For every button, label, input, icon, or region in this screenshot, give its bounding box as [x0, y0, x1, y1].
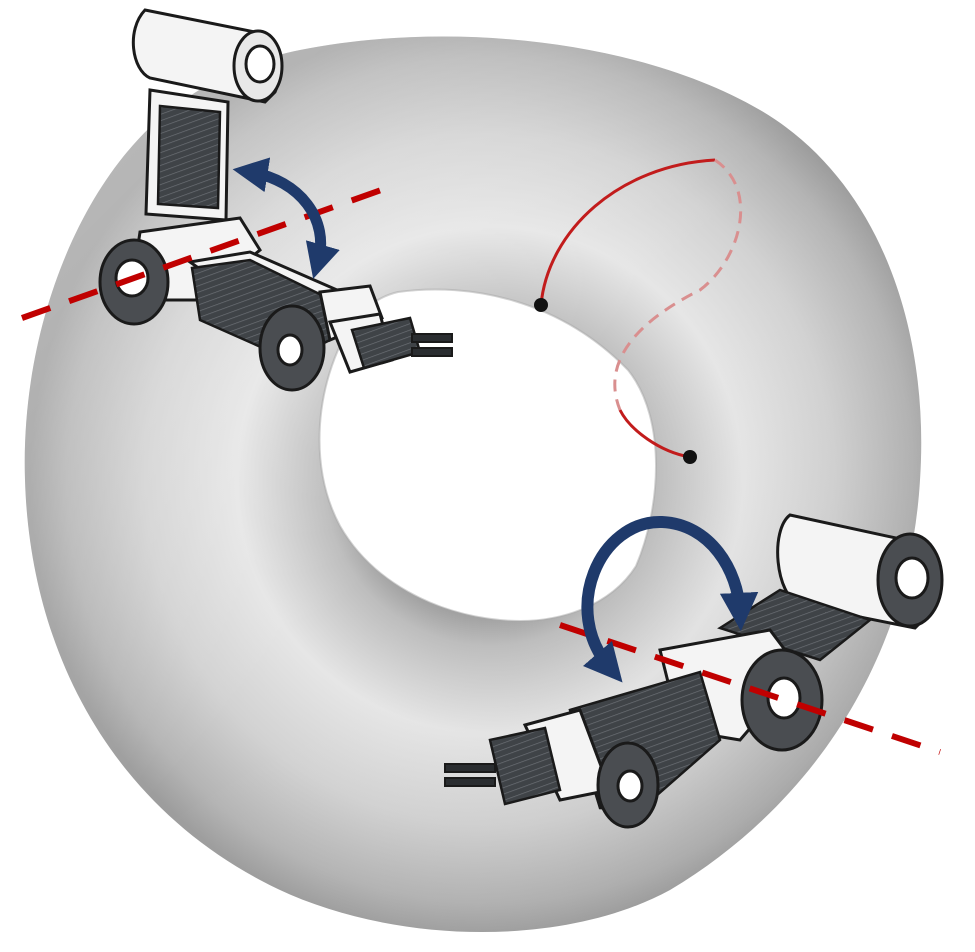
geodesic-visible-segment-2 — [618, 409, 691, 459]
arm-lower-base-cylinder — [776, 513, 944, 630]
arm-upper-joint-axis — [20, 181, 400, 321]
torus-inner-rim — [318, 288, 657, 622]
robot-arm-upper — [20, 8, 453, 392]
arm-upper-rotation-arrow — [232, 157, 340, 279]
arm-upper-gripper — [327, 312, 453, 374]
arm-lower-link-2 — [522, 670, 722, 829]
geodesic-path — [534, 158, 743, 464]
arm-upper-link-1 — [144, 88, 230, 222]
geodesic-visible-segment — [539, 158, 716, 306]
arm-lower-rotation-arrow — [581, 515, 759, 683]
geodesic-hidden-segment — [613, 158, 743, 411]
arm-upper-base-cylinder — [131, 8, 284, 104]
geodesic-end-point — [683, 450, 697, 464]
geodesic-start-point — [534, 298, 548, 312]
robot-arm-lower — [444, 513, 944, 829]
arm-lower-gripper — [444, 726, 562, 806]
